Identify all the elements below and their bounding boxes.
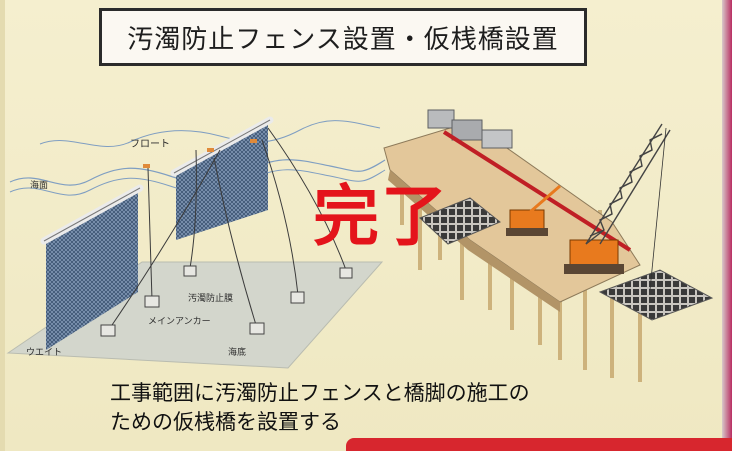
label-weight: ウエイト [26,347,62,358]
crane-small [506,184,561,236]
jetty-diagram [383,109,714,382]
float-bar-left-outline [43,187,141,242]
caption-line-2: ための仮桟橋を設置する [110,410,341,434]
fence-panel-right [176,122,268,240]
float-bar-right-outline [173,119,271,174]
label-seabed: 海底 [228,346,246,358]
label-main-anchor: メインアンカー [148,316,211,327]
page-title: 汚濁防止フェンス設置・仮桟橋設置 [127,24,559,55]
caption-line-1: 工事範囲に汚濁防止フェンスと橋脚の施工の [110,381,530,405]
sea-surface-wave-3 [39,120,381,147]
crane-large [564,123,671,291]
stored-material [427,109,513,149]
crane-boom-red [442,130,632,252]
mooring-lines [109,127,347,329]
label-float: フロート [130,139,170,150]
title-frame: 汚濁防止フェンス設置・仮桟橋設置 [99,8,587,66]
caption: 工事範囲に汚濁防止フェンスと橋脚の施工の ための仮桟橋を設置する [110,379,670,437]
fence-diagram: フロート 海面 汚濁防止膜 メインアンカー ウエイト 海底 [6,116,386,369]
left-edge [0,0,5,451]
float-markers [143,139,257,168]
right-edge-strip [722,0,732,451]
anchor-blocks [100,265,353,337]
red-accent-bar [346,438,732,451]
deck-grate-right [598,269,714,321]
jetty-deck-side [388,170,560,312]
completion-stamp: 完了 [313,178,449,255]
label-fence: 汚濁防止膜 [188,292,233,304]
deck-grate-left [419,197,501,245]
label-sea-surface: 海面 [30,179,48,191]
